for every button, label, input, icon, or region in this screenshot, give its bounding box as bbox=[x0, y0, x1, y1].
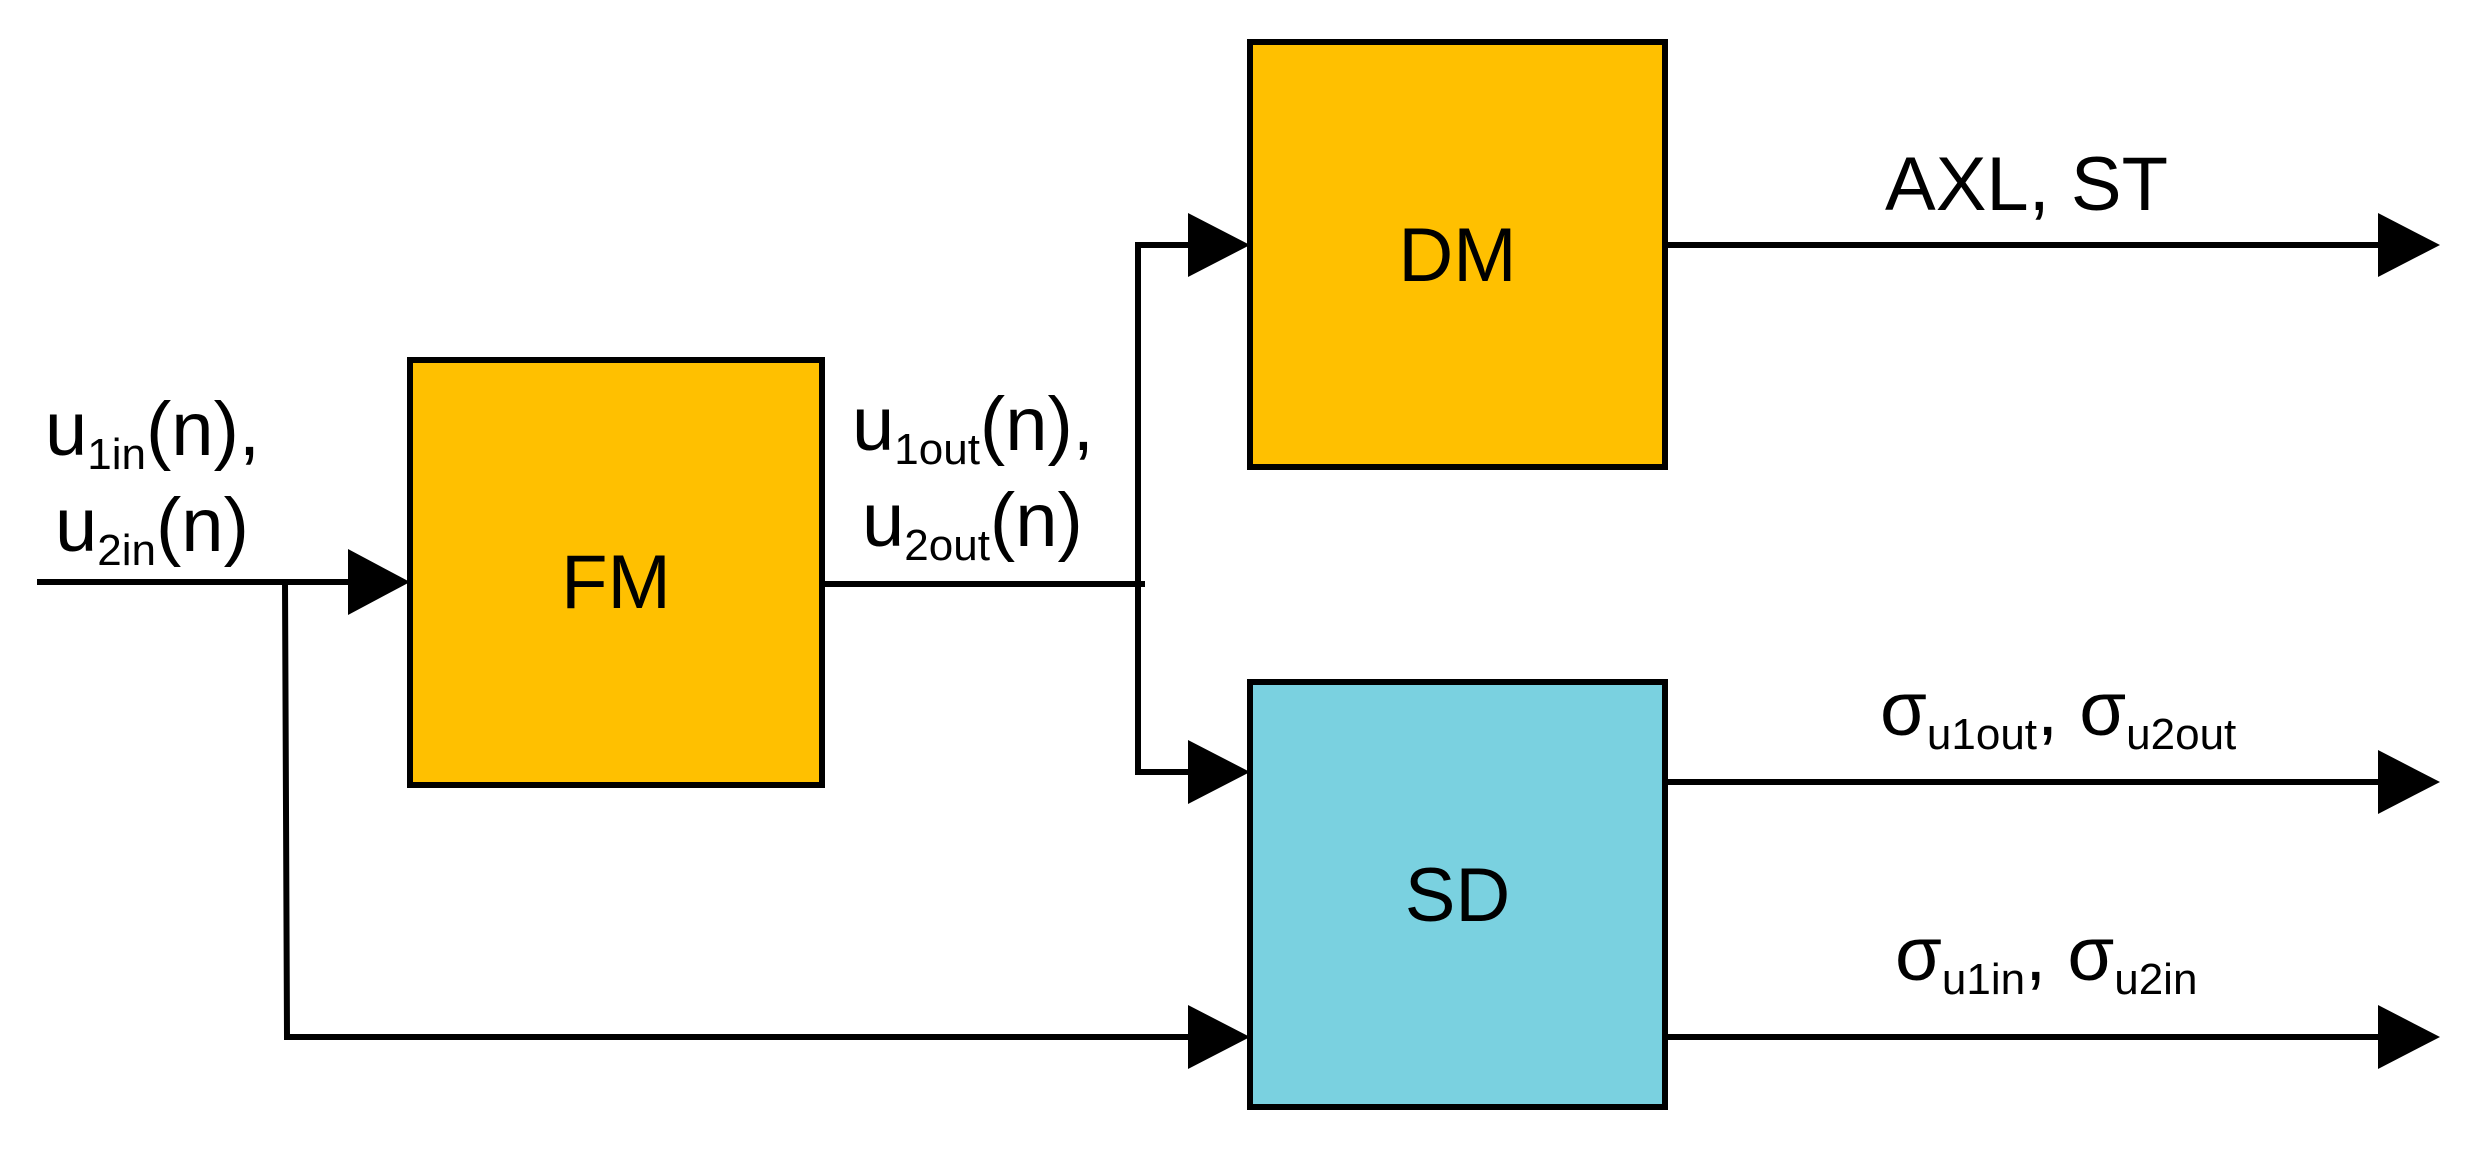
input-signal-line-1: u1in(n), bbox=[45, 387, 260, 480]
arrow-into-sd-bottom bbox=[1188, 1005, 1250, 1069]
arrow-dm-output bbox=[2378, 213, 2440, 277]
sd-block-label: SD bbox=[1404, 853, 1511, 938]
fm-output-signal-line-1: u1out(n), bbox=[852, 382, 1094, 475]
arrow-sd-output-2 bbox=[2378, 1005, 2440, 1069]
arrow-into-dm bbox=[1188, 213, 1250, 277]
dm-block bbox=[1247, 39, 1668, 470]
fm-block-label: FM bbox=[561, 540, 671, 625]
input-branch-to-sd bbox=[281, 578, 1193, 1040]
fm-output-signal-label: u1out(n), u2out(n) bbox=[852, 380, 1094, 572]
sd-block bbox=[1247, 679, 1668, 1110]
arrow-into-fm bbox=[348, 549, 410, 615]
arrow-sd-output-1 bbox=[2378, 750, 2440, 814]
input-signal-label: u1in(n), u2in(n) bbox=[45, 385, 260, 577]
dm-output-label: AXL, ST bbox=[1885, 142, 2168, 227]
fm-output-signal-line-2: u2out(n) bbox=[862, 477, 1083, 571]
arrow-into-sd-top bbox=[1188, 740, 1250, 804]
dm-block-label: DM bbox=[1398, 213, 1517, 298]
input-signal-line-2: u2in(n) bbox=[55, 482, 249, 576]
fm-block bbox=[407, 357, 825, 788]
sd-output-label-in: σu1in, σu2in bbox=[1895, 912, 2198, 1005]
sd-output-label-out: σu1out, σu2out bbox=[1880, 667, 2237, 760]
